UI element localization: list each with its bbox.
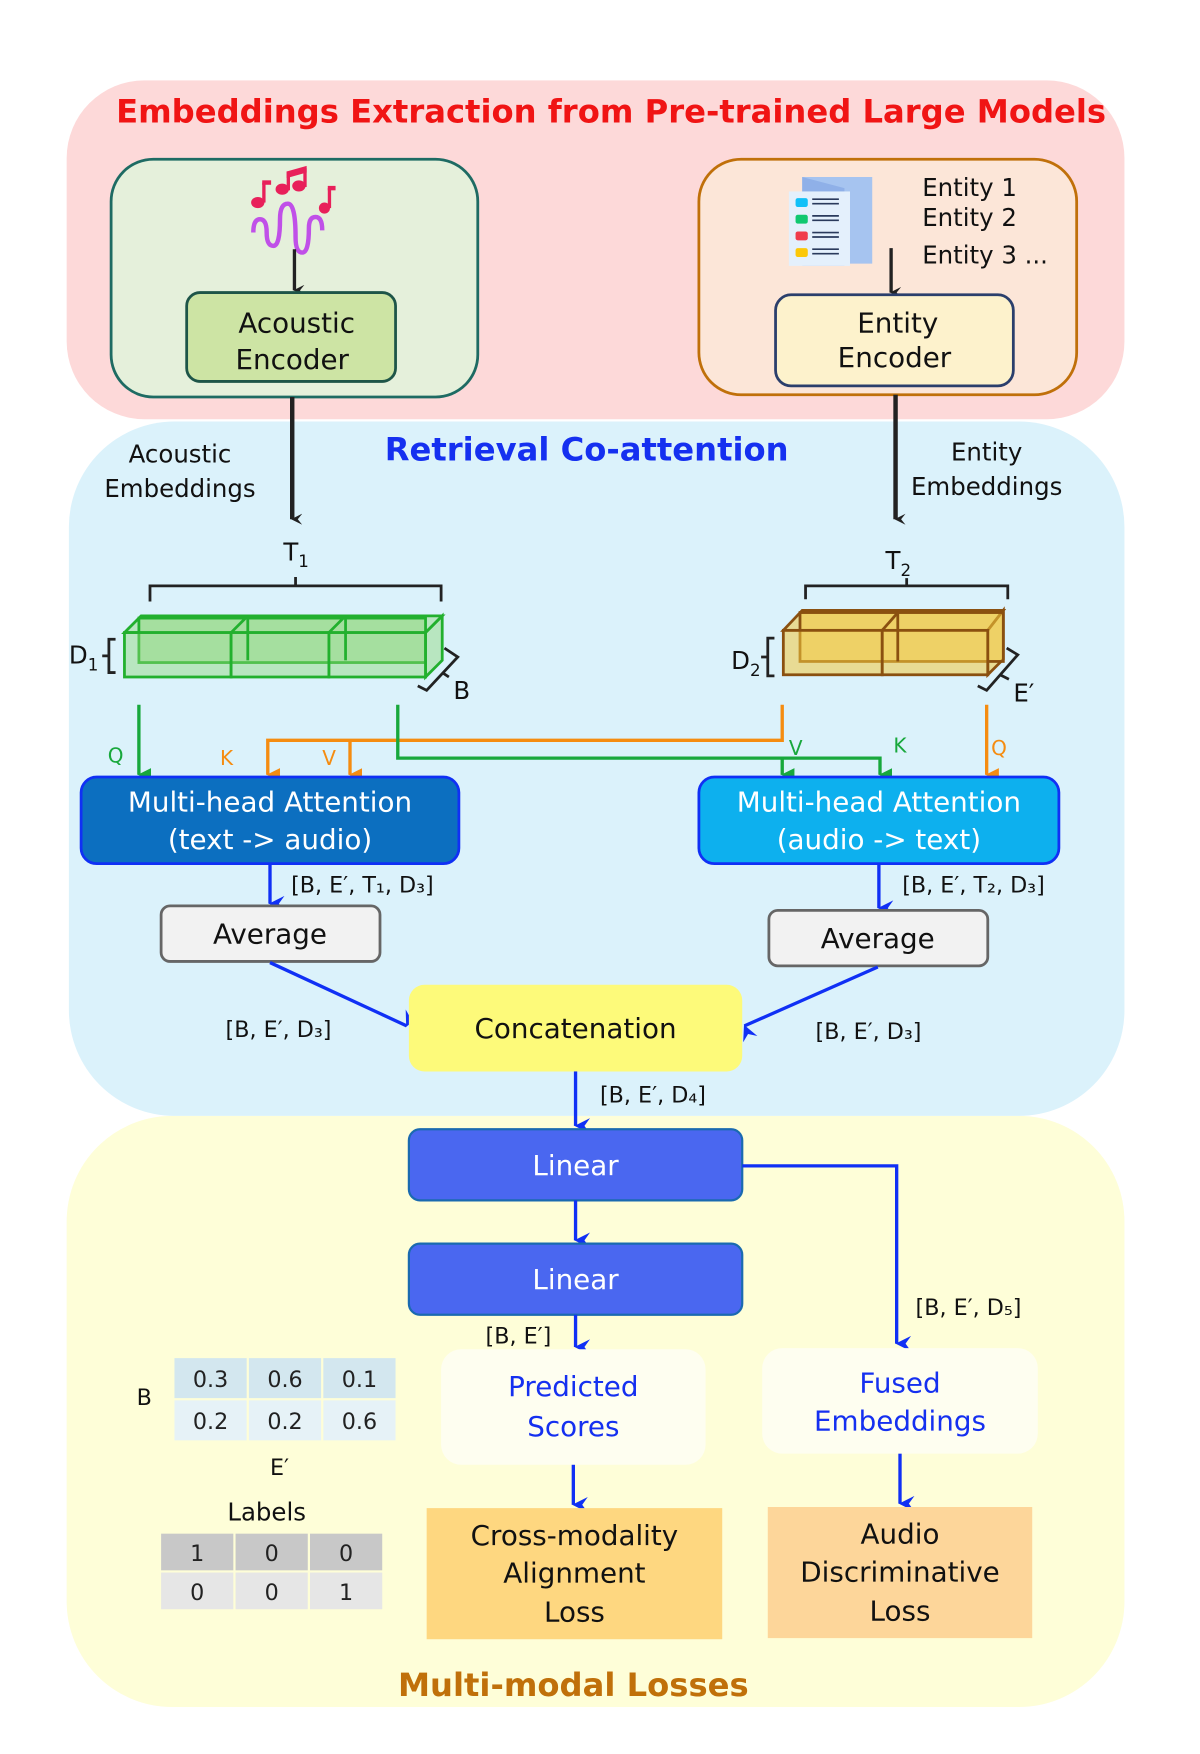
left-v-label: V	[322, 746, 336, 770]
extraction-title: Embeddings Extraction from Pre-trained L…	[116, 93, 1106, 131]
score-matrix-cell	[248, 1400, 322, 1441]
score-matrix-cell-value: 0.6	[267, 1367, 302, 1393]
acoustic-encoder-label-2: Encoder	[235, 343, 349, 376]
acoustic-tensor-b-label: B	[453, 676, 470, 705]
average-left-shape: [B, E′, D₃]	[226, 1017, 332, 1043]
label-matrix: Labels 1 0 0 0 0 1	[161, 1497, 383, 1610]
entity-tensor-e-label: E′	[1013, 678, 1034, 707]
right-k-label: K	[893, 734, 907, 758]
entity-tensor-t-label: T2	[885, 546, 912, 580]
score-matrix-cell	[174, 1400, 247, 1441]
document-list-icon	[788, 177, 873, 266]
predicted-scores-label-2: Scores	[527, 1410, 619, 1443]
label-matrix-cell	[310, 1572, 383, 1610]
audio-loss-label-2: Discriminative	[800, 1555, 999, 1588]
linear-to-fused-arrow	[742, 1164, 912, 1352]
concatenation-label: Concatenation	[475, 1012, 677, 1045]
right-q-label: Q	[991, 736, 1007, 760]
audio-loss-label-1: Audio	[861, 1518, 940, 1551]
predicted-scores-label-1: Predicted	[508, 1370, 638, 1403]
mha-right-out-shape: [B, E′, T₂, D₃]	[902, 873, 1045, 899]
acoustic-encoder-label-1: Acoustic	[238, 307, 355, 340]
entity-list-item-1: Entity 1	[922, 173, 1017, 202]
score-matrix-cell	[174, 1358, 247, 1399]
score-matrix-row-label: B	[137, 1385, 152, 1411]
mha-right-label-2: (audio -> text)	[777, 823, 981, 856]
audio-discriminative-loss-box	[767, 1507, 1033, 1639]
fused-shape: [B, E′, D₅]	[916, 1295, 1022, 1321]
left-k-label: K	[220, 746, 234, 770]
cross-loss-label-2: Alignment	[503, 1557, 645, 1590]
predicted-scores-box	[441, 1349, 706, 1465]
label-matrix-cell-value: 0	[265, 1541, 279, 1567]
right-v-label: V	[789, 736, 803, 760]
fused-embeddings-label-2: Embeddings	[814, 1404, 986, 1437]
score-matrix-cell-value: 0.6	[342, 1409, 377, 1435]
left-q-label: Q	[108, 744, 124, 768]
qkv-connectors	[137, 704, 999, 782]
label-matrix-cell	[235, 1572, 308, 1610]
label-matrix-cell	[235, 1533, 308, 1571]
average-right-shape: [B, E′, D₃]	[816, 1019, 922, 1045]
score-matrix-cell	[323, 1400, 396, 1441]
score-matrix-cell-value: 0.2	[193, 1409, 228, 1435]
mha-left-out-shape: [B, E′, T₁, D₃]	[291, 873, 434, 899]
label-matrix-cell-value: 0	[339, 1541, 353, 1567]
concatenation-box	[408, 984, 743, 1072]
acoustic-embeddings-label-1: Acoustic	[129, 440, 232, 469]
music-waveform-icon	[251, 165, 336, 255]
acoustic-encoder-box	[185, 291, 397, 383]
label-matrix-cell-value: 1	[190, 1541, 204, 1567]
fused-embeddings-box	[762, 1348, 1038, 1454]
score-matrix-col-label: E′	[270, 1455, 289, 1481]
coattention-title: Retrieval Co-attention	[385, 430, 789, 468]
mha-right-label-1: Multi-head Attention	[737, 785, 1021, 818]
mha-left-label-1: Multi-head Attention	[128, 785, 412, 818]
mha-left-label-2: (text -> audio)	[168, 823, 372, 856]
scores-shape: [B, E′]	[486, 1324, 552, 1350]
score-matrix: B 0.3 0.6 0.1 0.2 0.2 0.6 E′	[137, 1358, 396, 1481]
score-matrix-cell-value: 0.3	[193, 1367, 228, 1393]
acoustic-tensor: T1 D1 B	[69, 537, 470, 705]
score-matrix-cell	[248, 1358, 322, 1399]
entity-encoder-label-2: Encoder	[838, 341, 952, 374]
entity-list-item-2: Entity 2	[922, 203, 1017, 232]
average-right-to-concat-arrow	[743, 965, 879, 1043]
score-matrix-cell-value: 0.2	[267, 1409, 302, 1435]
score-matrix-cell-value: 0.1	[342, 1367, 377, 1393]
label-matrix-cell	[161, 1533, 234, 1571]
entity-tensor: T2 D2 E′	[731, 546, 1034, 707]
label-matrix-cell-value: 0	[190, 1580, 204, 1606]
entity-embeddings-label-2: Embeddings	[911, 472, 1062, 501]
average-left-to-concat-arrow	[269, 961, 420, 1028]
audio-loss-label-3: Loss	[870, 1594, 931, 1627]
acoustic-tensor-d-label: D1	[69, 641, 98, 675]
label-matrix-cell	[161, 1572, 234, 1610]
average-right-label: Average	[821, 922, 935, 955]
entity-embeddings-label-1: Entity	[951, 437, 1022, 466]
acoustic-tensor-t-label: T1	[282, 537, 309, 571]
average-right-box	[767, 908, 990, 968]
entity-tensor-d-label: D2	[731, 646, 760, 680]
linear-2-label: Linear	[532, 1263, 619, 1296]
cross-loss-label-1: Cross-modality	[471, 1519, 679, 1552]
label-matrix-cell	[310, 1533, 383, 1571]
entity-encoder-box	[774, 293, 1015, 388]
entity-encoder-label-1: Entity	[857, 307, 938, 340]
losses-title: Multi-modal Losses	[398, 1666, 749, 1704]
cross-modality-loss-box	[426, 1508, 723, 1640]
label-matrix-title: Labels	[227, 1497, 306, 1526]
entity-list-item-3: Entity 3 ...	[922, 241, 1048, 270]
concatenation-out-shape: [B, E′, D₄]	[600, 1083, 706, 1109]
linear-1-label: Linear	[532, 1149, 619, 1182]
label-matrix-cell-value: 1	[339, 1580, 353, 1606]
average-left-label: Average	[213, 918, 327, 951]
fused-embeddings-label-1: Fused	[859, 1367, 940, 1400]
acoustic-embeddings-label-2: Embeddings	[104, 474, 255, 503]
label-matrix-cell-value: 0	[265, 1580, 279, 1606]
score-matrix-cell	[323, 1358, 396, 1399]
cross-loss-label-3: Loss	[544, 1595, 605, 1628]
